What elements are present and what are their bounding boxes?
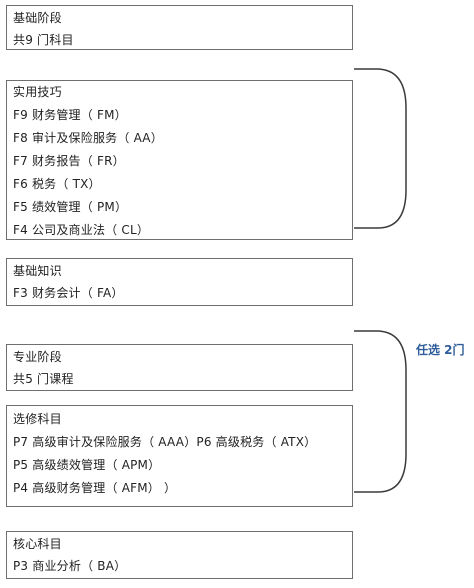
box-line: 共9 门科目: [13, 33, 74, 47]
box-line: 共5 门课程: [13, 372, 74, 386]
course-f8: F8 审计及保险服务（ AA）: [13, 131, 163, 145]
course-f5: F5 绩效管理（ PM）: [13, 200, 128, 214]
stage-box-applied-skills: 实用技巧 F9 财务管理（ FM） F8 审计及保险服务（ AA） F7 财务报…: [6, 80, 353, 240]
box-title: 基础知识: [13, 264, 62, 278]
course-f9: F9 财务管理（ FM）: [13, 108, 127, 122]
stage-box-essentials: 核心科目 P3 商业分析（ BA）: [6, 531, 353, 579]
course-f6: F6 税务（ TX）: [13, 177, 101, 191]
course-f4: F4 公司及商业法（ CL）: [13, 223, 150, 237]
box-title: 核心科目: [13, 537, 62, 551]
course-f7: F7 财务报告（ FR）: [13, 154, 125, 168]
course-p4: P4 高级财务管理（ AFM） ）: [13, 481, 177, 495]
course-p3: P3 商业分析（ BA）: [13, 559, 127, 573]
stage-box-knowledge: 基础知识 F3 财务会计（ FA）: [6, 258, 353, 306]
course-p7-p6: P7 高级审计及保险服务（ AAA）P6 高级税务（ ATX）: [13, 435, 317, 449]
stage-box-foundation: 基础阶段 共9 门科目: [6, 5, 353, 50]
box-title: 实用技巧: [13, 85, 62, 99]
stage-box-professional: 专业阶段 共5 门课程: [6, 344, 353, 391]
box-title: 选修科目: [13, 412, 62, 426]
box-title: 专业阶段: [13, 350, 62, 364]
bracket-options: [354, 330, 407, 493]
course-p5: P5 高级绩效管理（ APM）: [13, 458, 161, 472]
choose-two-note: 任选 2门: [416, 343, 465, 357]
stage-box-options: 选修科目 P7 高级审计及保险服务（ AAA）P6 高级税务（ ATX） P5 …: [6, 405, 353, 507]
course-f3: F3 财务会计（ FA）: [13, 286, 124, 300]
box-title: 基础阶段: [13, 11, 62, 25]
bracket-applied-skills: [354, 68, 407, 229]
